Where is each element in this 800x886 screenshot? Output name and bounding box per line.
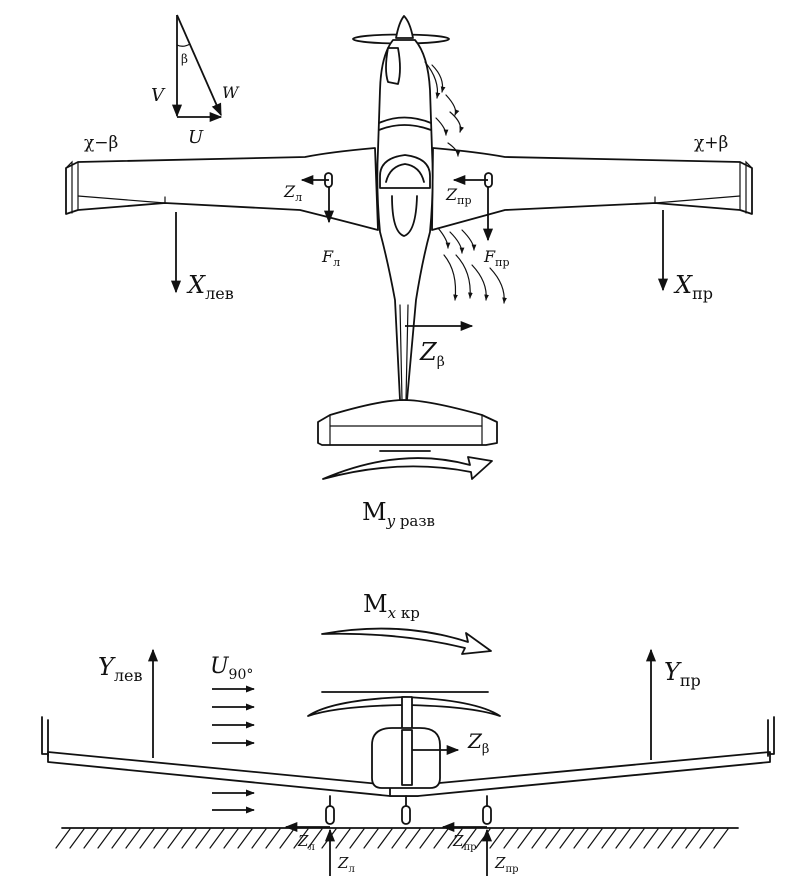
ground-z-left-label: Zл — [297, 832, 315, 853]
velocity-triangle: β V W U — [151, 14, 240, 148]
front-left-wing — [47, 751, 419, 797]
left-sweep-label: χ−β — [84, 133, 118, 153]
front-right-gear-wheel — [482, 805, 492, 825]
right-wing — [431, 147, 753, 231]
crosswind-label: U90° — [210, 654, 253, 683]
ground-hatching — [55, 827, 739, 849]
left-wing — [65, 147, 379, 231]
beta-angle-label: β — [181, 52, 188, 66]
z-left-label: Zл — [283, 182, 302, 204]
y-left-label: Yлев — [98, 653, 142, 685]
f-left-label: Fл — [321, 247, 340, 269]
z-right-label: Zпр — [445, 185, 472, 207]
crosswind-arrows — [212, 685, 255, 814]
front-left-gear-wheel — [325, 805, 335, 825]
f-right-label: Fпр — [483, 247, 509, 269]
front-nose-gear-wheel — [401, 805, 411, 825]
front-view: Mx кр Yлев Yпр — [41, 590, 775, 876]
front-right-wing — [389, 751, 771, 797]
v-label: V — [151, 85, 166, 106]
reaction-z-left-label: Zл — [337, 854, 355, 875]
ground-z-right-label: Zпр — [452, 832, 477, 853]
y-right-label: Yпр — [664, 658, 701, 690]
spinner — [395, 15, 414, 39]
u-label: U — [188, 127, 204, 148]
yaw-moment-label: My разв — [362, 498, 435, 530]
z-beta-label: Zβ — [419, 338, 445, 370]
top-view: β V W U χ−β χ+β — [65, 14, 753, 530]
front-horizontal-tail — [307, 696, 501, 717]
reaction-z-right-label: Zпр — [494, 854, 519, 875]
w-label: W — [222, 83, 240, 102]
front-z-beta-label: Zβ — [467, 729, 489, 757]
fuselage — [376, 39, 434, 401]
roll-moment-label: Mx кр — [363, 590, 420, 622]
yaw-moment-arrow — [322, 456, 493, 480]
flow-streamlines — [424, 61, 507, 304]
x-left-label: Xлев — [186, 271, 234, 303]
x-right-label: Xпр — [673, 271, 713, 303]
roll-moment-arrow — [321, 627, 492, 655]
horizontal-tail — [317, 399, 498, 446]
right-sweep-label: χ+β — [694, 133, 728, 153]
